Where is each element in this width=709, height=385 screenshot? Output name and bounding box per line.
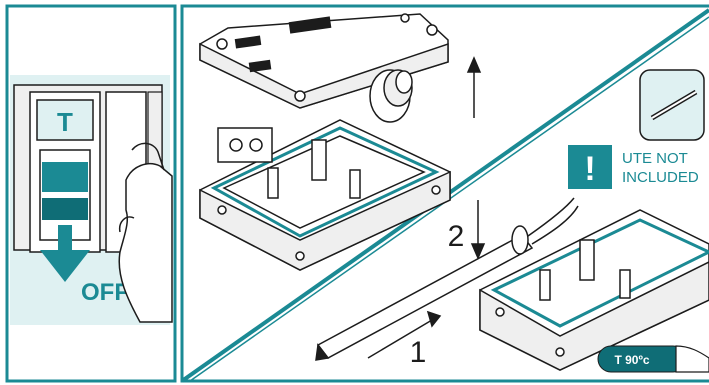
box-base-open (200, 120, 450, 270)
cable-rating-badge: T 90ºc (598, 346, 709, 372)
warning-line-1: UTE NOT (622, 150, 688, 167)
cable-rating-text: T 90ºc (614, 353, 649, 367)
press-arrow-icon (472, 200, 484, 258)
breaker-panel: T OFF (10, 75, 172, 325)
lift-arrow-icon (468, 58, 480, 118)
svg-text:!: ! (584, 150, 595, 188)
breaker-toggle-lower (42, 198, 88, 220)
step1-number: 1 (410, 336, 427, 369)
warning-line-2: INCLUDED (622, 169, 699, 186)
assembly-panel: 1 2 ! UTE NOT INCLUDED (182, 10, 709, 381)
breaker-letter: T (57, 107, 73, 137)
step2-number: 2 (448, 220, 465, 253)
screwdriver-icon (640, 70, 704, 140)
exclamation-icon: ! (568, 145, 612, 189)
breaker-toggle-upper (42, 162, 88, 192)
cable-gland (370, 70, 412, 122)
